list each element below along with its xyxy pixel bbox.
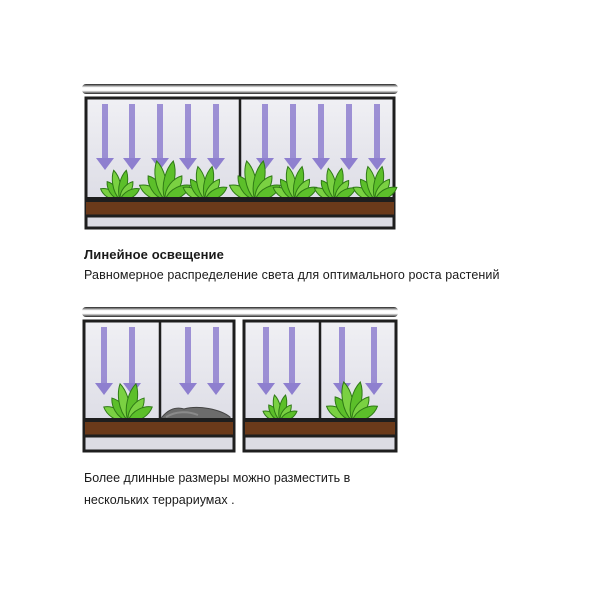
plant-icon — [99, 160, 398, 201]
section-description: Равномерное распределение света для опти… — [84, 268, 500, 282]
light-arrow-icon — [96, 104, 386, 170]
lamp-tube-icon — [82, 84, 398, 94]
light-arrow-icon — [95, 327, 383, 395]
lamp-tube-icon — [82, 307, 398, 317]
bottom-caption-line-1: Более длинные размеры можно разместить в — [84, 471, 351, 485]
section-title: Линейное освещение — [84, 247, 224, 262]
multi-terrarium-diagram — [82, 307, 398, 453]
bottom-caption-line-2: нескольких террариумах . — [84, 493, 235, 507]
linear-lighting-diagram — [82, 84, 398, 230]
